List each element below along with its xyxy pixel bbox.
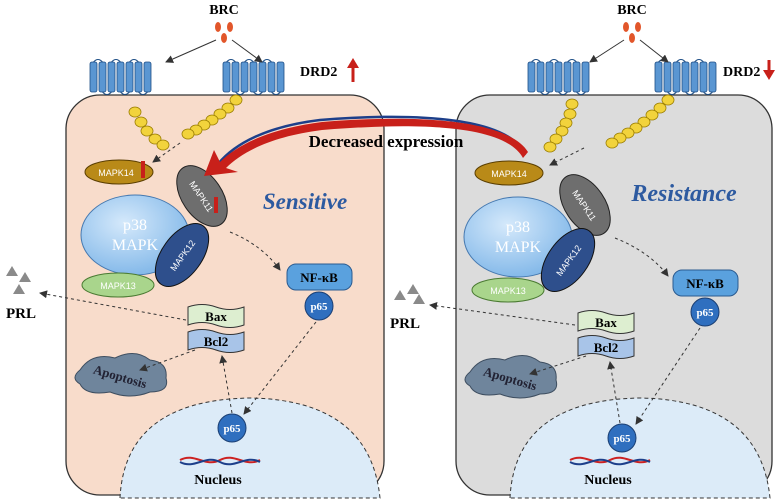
brc-arrow-right (639, 39, 669, 63)
mapk13-node: MAPK13 (81, 272, 155, 298)
mapk14-node: MAPK14 (474, 160, 544, 186)
svg-text:p65: p65 (696, 307, 714, 319)
p65-node: p65 (304, 291, 334, 321)
resistance-panel: Nucleus BRC DRD2 MAPK14 MAPK11 p38 (390, 3, 775, 499)
p65-nuclear-node: p65 (217, 413, 247, 443)
svg-text:NF-κB: NF-κB (686, 276, 724, 291)
bcl2-node: Bcl2 (187, 329, 245, 353)
brc-arrow-left (165, 39, 217, 63)
svg-text:p38: p38 (123, 217, 147, 234)
prl-label: PRL (390, 316, 420, 332)
drd2-label: DRD2 (300, 65, 337, 80)
svg-text:Bax: Bax (595, 315, 617, 330)
bax-node: Bax (187, 304, 245, 328)
brc-arrow-right (231, 39, 263, 63)
prl-hormone-icon (394, 284, 425, 304)
drd2-receptor-right (222, 59, 285, 95)
decreased-expression-label: Decreased expression (309, 132, 464, 151)
svg-text:MAPK14: MAPK14 (98, 168, 134, 178)
brc-ligand-icon (623, 22, 641, 43)
dna-helix-icon (179, 456, 261, 466)
g-protein-chain-left (543, 98, 579, 153)
nucleus-label: Nucleus (584, 473, 632, 488)
pathway-arrows-left (39, 142, 317, 415)
nucleus-label: Nucleus (194, 473, 242, 488)
svg-text:MAPK14: MAPK14 (491, 169, 527, 179)
nfkb-node: NF-κB (286, 263, 353, 291)
mapk14-node: MAPK14 (84, 159, 154, 185)
mapk12-node: MAPK12 (154, 223, 210, 287)
bax-node: Bax (577, 310, 635, 334)
mapk12-node: MAPK12 (540, 228, 596, 292)
apoptosis-node: Apoptosis (464, 355, 558, 399)
svg-text:p65: p65 (613, 433, 631, 445)
svg-text:p65: p65 (223, 423, 241, 435)
svg-text:Bcl2: Bcl2 (594, 340, 619, 355)
state-label-resistance: Resistance (630, 181, 737, 207)
dna-helix-icon (569, 456, 651, 466)
svg-text:p65: p65 (310, 301, 328, 313)
sensitive-panel: Nucleus BRC DRD2 MAPK14 MAPK1 (6, 3, 385, 499)
nfkb-node: NF-κB (672, 269, 739, 297)
svg-text:Bcl2: Bcl2 (204, 334, 229, 349)
svg-text:NF-κB: NF-κB (300, 270, 338, 285)
p38-mapk-node: p38 MAPK (463, 196, 573, 278)
svg-text:MAPK: MAPK (495, 239, 542, 256)
drd2-receptor-left (527, 59, 590, 95)
svg-text:MAPK: MAPK (112, 237, 159, 254)
g-protein-chain-right (605, 94, 675, 149)
g-protein-chain-right (181, 94, 243, 140)
brc-arrow-left (589, 39, 625, 63)
brc-ligand-icon (215, 22, 233, 43)
g-protein-chain-left (128, 106, 170, 151)
p65-node: p65 (690, 297, 720, 327)
drd2-receptor-left (89, 59, 152, 95)
svg-text:MAPK13: MAPK13 (490, 286, 526, 296)
nucleus (509, 397, 771, 499)
svg-text:p38: p38 (506, 219, 530, 236)
svg-text:MAPK13: MAPK13 (100, 281, 136, 291)
brc-label: BRC (617, 3, 647, 18)
decreased-expression-arrow (204, 115, 528, 176)
state-label-sensitive: Sensitive (263, 189, 347, 214)
mapk13-node: MAPK13 (471, 277, 545, 303)
drd2-down-arrow-icon (763, 60, 775, 80)
drd2-label: DRD2 (723, 65, 760, 80)
mapk11-node: MAPK11 (559, 174, 611, 236)
svg-text:Bax: Bax (205, 309, 227, 324)
p65-nuclear-node: p65 (607, 423, 637, 453)
drd2-up-arrow-icon (347, 58, 359, 82)
mapk11-node: MAPK11 (176, 165, 228, 227)
prl-label: PRL (6, 306, 36, 322)
drd2-receptor-right (654, 59, 717, 95)
nucleus (119, 397, 381, 499)
bcl2-node: Bcl2 (577, 335, 635, 359)
prl-hormone-icon (6, 266, 31, 294)
brc-label: BRC (209, 3, 239, 18)
pathway-arrows-right (429, 147, 701, 425)
